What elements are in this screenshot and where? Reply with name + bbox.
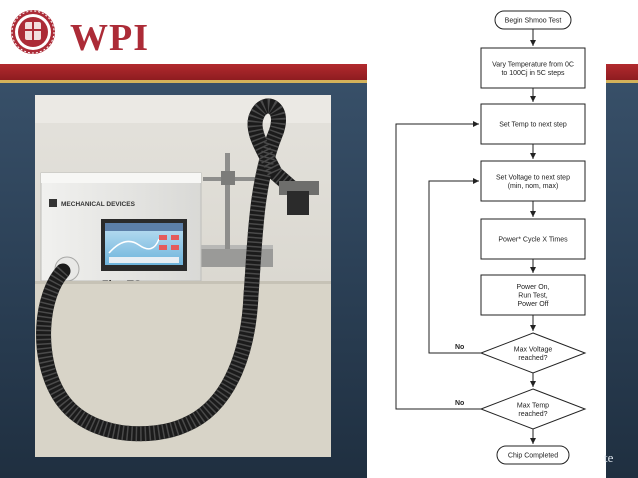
flow-node-label: Set Voltage to next step (496, 174, 570, 181)
wpi-seal-icon (11, 10, 55, 54)
flow-node-label: Max Temp (517, 402, 549, 409)
flow-node-run-test: Power On, Run Test,Power Off (480, 274, 586, 316)
flow-node-label: Power* Cycle X Times (498, 237, 568, 244)
flow-node-label: Chip Completed (508, 453, 558, 460)
branch-label-max_temp: No (455, 400, 464, 407)
wpi-logo: WPI (10, 6, 148, 59)
flow-node-max-voltage: Max Voltage reached? (479, 332, 587, 374)
flow-node-label: reached? (518, 411, 547, 418)
flow-node-label: Begin Shmoo Test (505, 18, 562, 25)
flow-node-set-voltage: Set Voltage to next step (min, nom, max) (480, 160, 586, 202)
corner-text: te (604, 450, 614, 465)
flow-node-label: to 100Cj in 5C steps (501, 70, 565, 77)
flow-node-max-temp: Max Temp reached? (479, 388, 587, 430)
flow-node-label: Vary Temperature from 0C (492, 61, 574, 68)
flow-node-label: Power On, (516, 284, 549, 291)
flow-node-label: Power Off (518, 301, 549, 308)
device-brand-label: MECHANICAL DEVICES (61, 201, 136, 208)
flow-node-label: (min, nom, max) (508, 183, 559, 190)
flow-node-label: reached? (518, 355, 547, 362)
product-photo: MECHANICAL DEVICES Flex TC (35, 95, 331, 457)
flow-node-power-cycle: Power* Cycle X Times (480, 218, 586, 260)
loop-arrow-max_temp-to-set_temp (395, 121, 481, 410)
branch-label-max_voltage: No (455, 344, 464, 351)
flow-node-label: Set Temp to next step (499, 122, 567, 129)
flow-node-label: Run Test, (518, 293, 547, 300)
flow-node-start: Begin Shmoo Test (494, 10, 572, 30)
flow-node-vary-temp: Vary Temperature from 0C to 100Cj in 5C s… (480, 47, 586, 89)
flow-node-end: Chip Completed (496, 445, 570, 465)
flow-node-label: Max Voltage (514, 346, 553, 353)
wpi-logo-text: WPI (70, 17, 149, 59)
header-gold-line (0, 80, 638, 83)
flow-node-set-temp: Set Temp to next step (480, 103, 586, 145)
loop-arrow-max_voltage-to-set_voltage (428, 178, 481, 354)
